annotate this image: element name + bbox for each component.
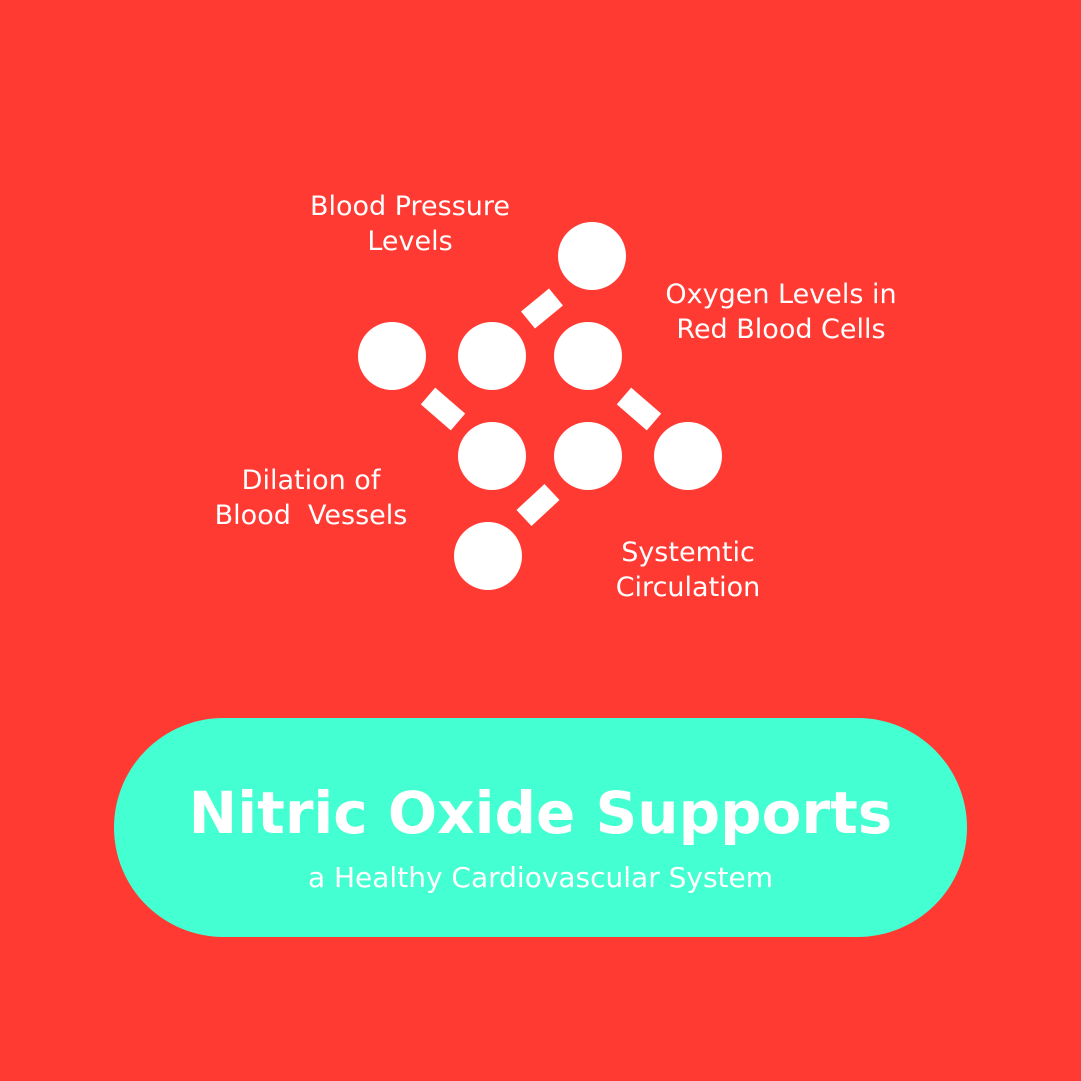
atom-circle: [458, 322, 526, 390]
label-systemic-circulation: Systemtic Circulation: [615, 537, 761, 603]
atom-circle: [654, 422, 722, 490]
atom-circle: [358, 322, 426, 390]
banner-subtitle: a Healthy Cardiovascular System: [307, 861, 774, 894]
atom-circle: [458, 422, 526, 490]
atom-circle: [558, 222, 626, 290]
label-oxygen-levels: Oxygen Levels in Red Blood Cells: [665, 279, 897, 345]
bond-line: [516, 483, 560, 527]
bond-line: [521, 288, 563, 329]
atom-circle: [554, 422, 622, 490]
bond-line: [616, 387, 662, 431]
label-dilation-of-blood-vessels: Dilation of Blood Vessels: [214, 465, 408, 531]
atom-circle: [554, 322, 622, 390]
banner-title: Nitric Oxide Supports: [188, 779, 893, 847]
molecule-diagram: [358, 222, 722, 590]
label-blood-pressure: Blood Pressure Levels: [309, 191, 511, 257]
atom-circle: [454, 522, 522, 590]
banner-pill: [114, 718, 967, 937]
bond-line: [420, 387, 466, 431]
